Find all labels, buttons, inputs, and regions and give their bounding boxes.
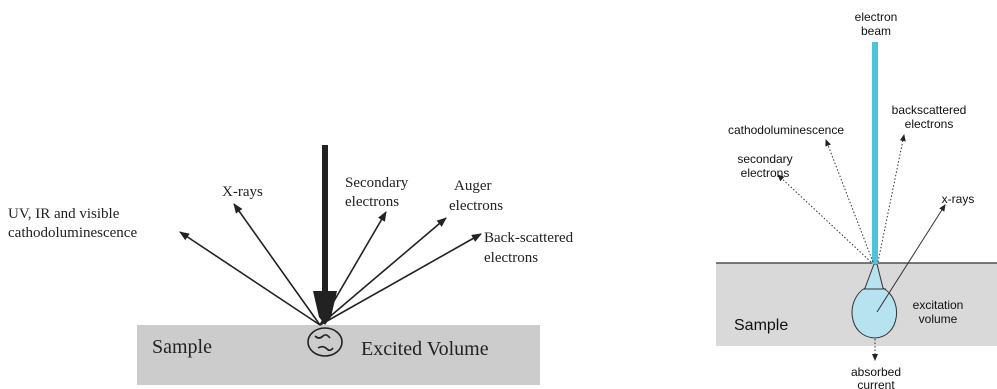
label-backscattered-line1: backscattered (892, 103, 967, 117)
label-secondary-line2: electrons (345, 194, 399, 210)
label-sample: Sample (152, 336, 212, 358)
label-uv-line1: UV, IR and visible (8, 206, 120, 222)
label-sample: Sample (734, 317, 788, 334)
right-electron-beam (872, 42, 878, 264)
label-backscattered-line2: electrons (484, 250, 538, 266)
arrow-secondary-electrons (777, 174, 872, 263)
label-cathodoluminescence: cathodoluminescence (728, 123, 844, 137)
arrow-cathodoluminescence (825, 139, 874, 263)
right-diagram: electron beam backscattered electrons ca… (716, 10, 997, 389)
label-secondary-line1: Secondary (345, 175, 409, 191)
left-electron-beam (313, 145, 337, 325)
label-auger-line1: Auger (454, 178, 492, 194)
label-beam-line1: electron (855, 10, 898, 24)
label-uv-line2: cathodoluminescence (8, 225, 137, 241)
label-secondary-line1: secondary (737, 152, 792, 166)
label-secondary-line2: electrons (741, 166, 790, 180)
arrow-backscattered-electrons (877, 134, 906, 263)
left-excited-volume-blob (307, 327, 343, 357)
arrow-backscattered-electrons (319, 233, 482, 326)
label-auger-line2: electrons (449, 198, 503, 214)
label-beam-line2: beam (861, 24, 891, 38)
arrow-auger-electrons (319, 217, 447, 326)
left-diagram: UV, IR and visible cathodoluminescence X… (8, 145, 574, 385)
arrow-xrays (876, 204, 946, 313)
label-backscattered-line2: electrons (905, 117, 954, 131)
label-absorbed-line1: absorbed (851, 365, 901, 379)
label-excited-volume: Excited Volume (361, 338, 489, 360)
left-sample-slab (137, 325, 540, 385)
label-excitation-line1: excitation (913, 298, 964, 312)
label-xrays: X-rays (222, 184, 263, 200)
arrow-xrays (233, 203, 321, 326)
label-absorbed-line2: current (857, 378, 895, 389)
label-backscattered-line1: Back-scattered (484, 230, 574, 246)
arrow-cathodoluminescence (179, 231, 321, 326)
right-excitation-volume (851, 263, 897, 339)
label-xrays: x-rays (942, 192, 975, 206)
label-excitation-line2: volume (919, 312, 958, 326)
